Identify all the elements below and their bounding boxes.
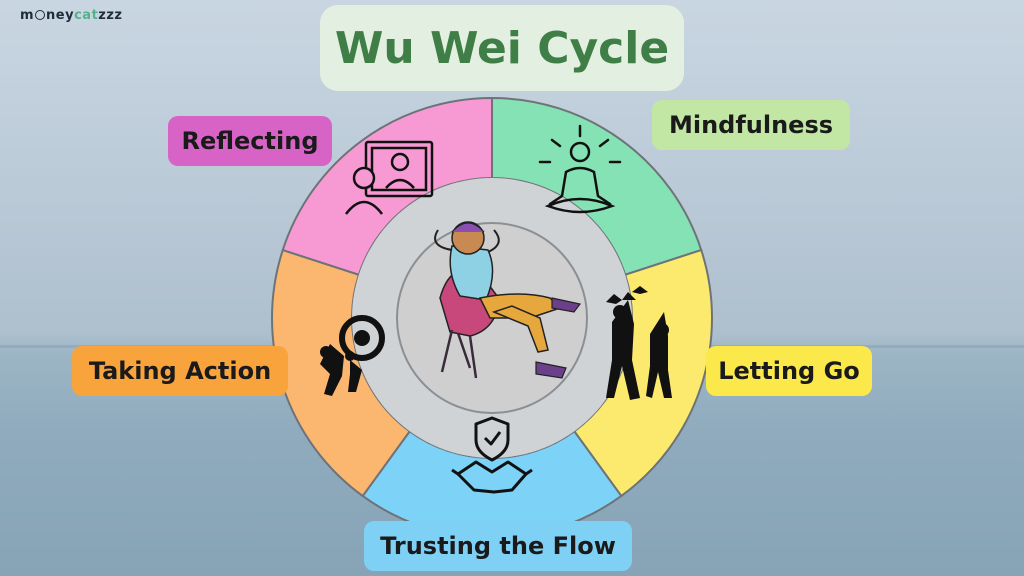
- label-trusting-the-flow: Trusting the Flow: [364, 521, 632, 571]
- mirror-reflection-icon: [345, 140, 434, 215]
- meditation-icon: [538, 124, 622, 214]
- handshake-shield-icon: [451, 416, 533, 494]
- label-mindfulness: Mindfulness: [652, 100, 850, 150]
- label-letting-go: Letting Go: [706, 346, 872, 396]
- label-reflecting: Reflecting: [168, 116, 332, 166]
- label-taking-action: Taking Action: [72, 346, 288, 396]
- gear-push-icon: [320, 315, 385, 396]
- relaxed-person-icon: [434, 221, 582, 379]
- birds-release-icon: [606, 286, 672, 400]
- title-box: Wu Wei Cycle: [320, 5, 684, 91]
- diagram-title: Wu Wei Cycle: [334, 22, 670, 74]
